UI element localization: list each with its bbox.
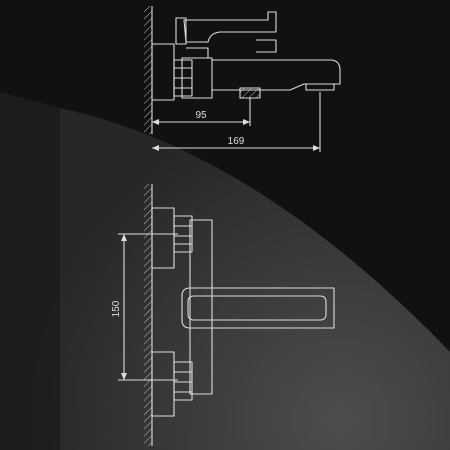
hex-nut-top: [173, 59, 193, 97]
cartridge-cap-top: [175, 17, 187, 45]
dimension-150: [118, 233, 178, 381]
handle-lever-top: [183, 11, 277, 43]
dimension-95: [152, 98, 251, 126]
body-collar-top: [186, 47, 209, 58]
dimension-label-95: 95: [195, 110, 207, 121]
lower-hex-nut: [173, 361, 193, 401]
dim-150-arrow-bottom: [121, 373, 127, 380]
top-view: [144, 6, 341, 134]
spout-outlet-top: [305, 83, 335, 91]
mixer-body-front: [189, 219, 213, 395]
spout-block-inner: [187, 295, 327, 321]
dimension-label-150: 150: [111, 300, 122, 317]
dim-95-arrow-left: [152, 119, 159, 125]
wall-hatch-top: [144, 6, 152, 134]
mixer-body-top: [181, 57, 213, 99]
background-glow-soft: [0, 92, 450, 450]
spout-block-front: [181, 287, 335, 329]
dim-150-arrow-top: [121, 234, 127, 241]
dim-169-arrow-right: [313, 145, 320, 151]
diverter-knob-top: [256, 39, 277, 53]
wall-hatch-front: [144, 184, 152, 446]
front-view: [144, 184, 335, 446]
dimension-169: [152, 92, 321, 152]
shower-outlet-top: [239, 87, 261, 99]
dim-95-arrow-right: [243, 119, 250, 125]
dim-169-arrow-left: [152, 145, 159, 151]
dimension-label-169: 169: [228, 136, 245, 147]
